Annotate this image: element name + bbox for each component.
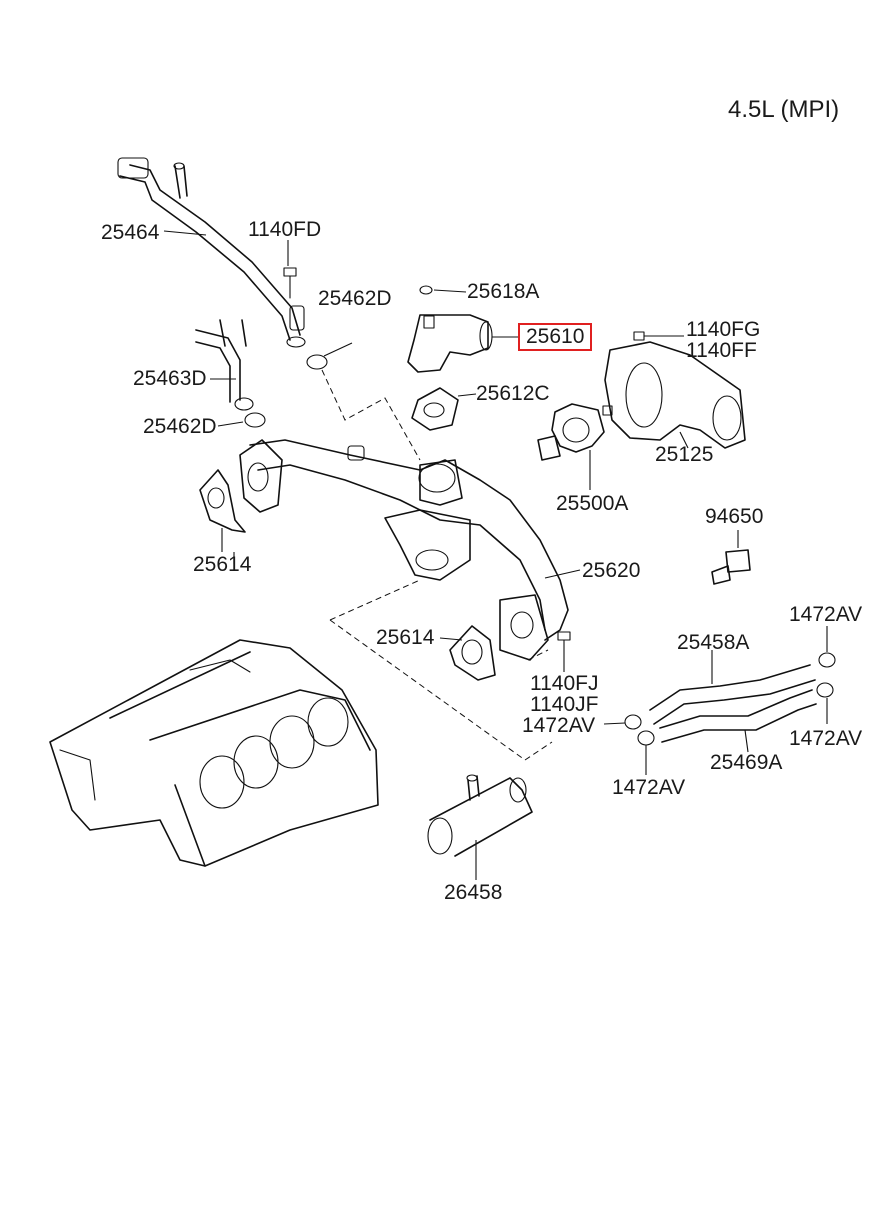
part-label-25125[interactable]: 25125 [655, 443, 714, 466]
clamp-1472AV-r [816, 682, 834, 724]
gasket-25612C [411, 387, 477, 431]
part-label-1140FD[interactable]: 1140FD [248, 218, 322, 241]
hose-25469A [659, 689, 817, 753]
part-label-25620[interactable]: 25620 [582, 559, 641, 582]
label-leaders [163, 230, 235, 564]
part-label-25614-left[interactable]: 25614 [193, 553, 252, 576]
part-label-1140FJ[interactable]: 1140FJ [530, 672, 599, 695]
bolt-1140FD [283, 240, 297, 299]
part-label-25500A[interactable]: 25500A [556, 492, 629, 515]
part-label-26458[interactable]: 26458 [444, 881, 503, 904]
diagram-title: 4.5L (MPI) [728, 96, 840, 123]
part-label-25462D-top[interactable]: 25462D [318, 287, 392, 310]
engine-block [49, 639, 379, 867]
part-label-94650[interactable]: 94650 [705, 505, 764, 528]
part-label-25469A[interactable]: 25469A [710, 751, 783, 774]
hose-25458A [649, 650, 816, 725]
gasket-25614-left [199, 469, 246, 552]
thermostat-25500A [537, 403, 613, 490]
part-label-25458A[interactable]: 25458A [677, 631, 750, 654]
part-label-25464[interactable]: 25464 [101, 221, 160, 244]
part-label-25462D-low[interactable]: 25462D [143, 415, 217, 438]
clamp-1472AV-b [637, 730, 655, 775]
oring-25462D-low [217, 412, 266, 428]
part-label-1472AV-left[interactable]: 1472AV [522, 714, 596, 737]
part-label-1472AV-right[interactable]: 1472AV [789, 727, 863, 750]
part-label-1140JF[interactable]: 1140JF [530, 693, 599, 716]
pipe-25463D [195, 319, 254, 411]
assembly-dashed-lines [321, 369, 553, 761]
oring-25618A [419, 285, 467, 295]
part-label-1472AV-top-right[interactable]: 1472AV [789, 603, 863, 626]
clamp-1472AV-tr [818, 626, 836, 668]
bolt-1140FJ [557, 631, 571, 672]
sensor-94650 [711, 530, 751, 585]
clamp-1472AV-l [603, 714, 642, 730]
part-label-25612C[interactable]: 25612C [476, 382, 550, 405]
housing-25125 [604, 341, 746, 449]
pipe-25464 [117, 157, 306, 348]
gasket-25614-mid [439, 625, 496, 681]
part-label-25614-mid[interactable]: 25614 [376, 626, 435, 649]
manifold-25620 [239, 439, 581, 661]
part-label-25610-highlighted[interactable]: 25610 [518, 323, 593, 351]
part-label-1140FG[interactable]: 1140FG [686, 318, 761, 341]
pipe-26458 [427, 774, 533, 880]
bolt-1140FG [633, 331, 684, 341]
fitting-25610 [407, 314, 518, 373]
part-label-1140FF[interactable]: 1140FF [686, 339, 757, 362]
oring-25462D-top [306, 342, 353, 370]
part-label-25463D[interactable]: 25463D [133, 367, 207, 390]
part-label-1472AV-bottom[interactable]: 1472AV [612, 776, 686, 799]
part-label-25618A[interactable]: 25618A [467, 280, 540, 303]
